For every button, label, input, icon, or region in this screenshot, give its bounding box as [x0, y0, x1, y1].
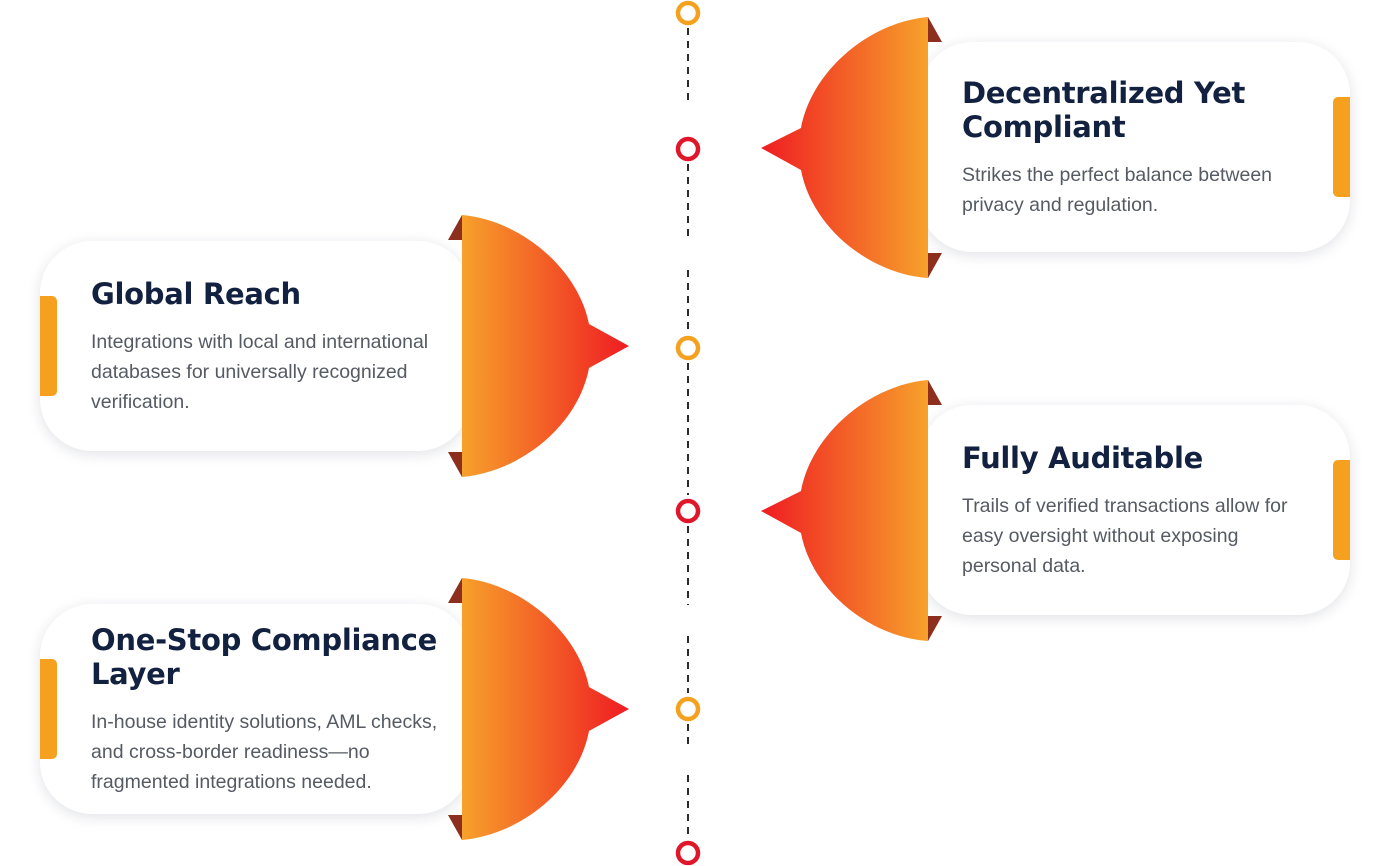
card-description: Strikes the perfect balance between priv…	[962, 164, 1273, 216]
pointer-shape-right	[761, 17, 928, 278]
flap	[928, 253, 942, 278]
pointer-shape-left	[462, 578, 629, 840]
flap	[928, 380, 942, 405]
card-title: Global Reach	[91, 277, 301, 311]
card-title: Decentralized Yet Compliant	[962, 76, 1246, 144]
card-content: Global Reach Integrations with local and…	[91, 241, 451, 451]
card-accent-bar	[40, 296, 57, 396]
card-accent-bar	[1333, 460, 1350, 560]
feature-card-one-stop: One-Stop Compliance Layer In-house ident…	[40, 604, 470, 814]
card-content: Decentralized Yet Compliant Strikes the …	[962, 42, 1312, 252]
flap	[448, 215, 462, 240]
feature-card-global-reach: Global Reach Integrations with local and…	[40, 241, 470, 451]
card-title: One-Stop Compliance Layer	[91, 623, 437, 691]
pointer-shape-left	[462, 215, 629, 477]
card-description: In-house identity solutions, AML checks,…	[91, 711, 438, 793]
feature-card-decentralized: Decentralized Yet Compliant Strikes the …	[920, 42, 1350, 252]
timeline-nodes	[675, 0, 701, 866]
pointer-shape-right	[761, 380, 928, 641]
right-card-flaps	[928, 17, 942, 641]
timeline-node-orange	[675, 335, 701, 361]
flap	[448, 815, 462, 840]
card-description: Integrations with local and internationa…	[91, 331, 429, 413]
feature-card-fully-auditable: Fully Auditable Trails of verified trans…	[920, 405, 1350, 615]
flap	[928, 616, 942, 641]
flap	[928, 17, 942, 42]
timeline-node-red	[675, 498, 701, 524]
card-title: Fully Auditable	[962, 441, 1203, 475]
card-accent-bar	[1333, 97, 1350, 197]
card-content: One-Stop Compliance Layer In-house ident…	[91, 604, 451, 814]
flap	[448, 578, 462, 603]
card-content: Fully Auditable Trails of verified trans…	[962, 405, 1312, 615]
timeline-node-red	[675, 136, 701, 162]
card-accent-bar	[40, 659, 57, 759]
timeline-node-orange	[675, 0, 701, 26]
left-card-flaps	[448, 215, 462, 840]
timeline-node-red	[675, 840, 701, 866]
card-description: Trails of verified transactions allow fo…	[962, 495, 1288, 577]
timeline-node-orange	[675, 696, 701, 722]
flap	[448, 452, 462, 477]
